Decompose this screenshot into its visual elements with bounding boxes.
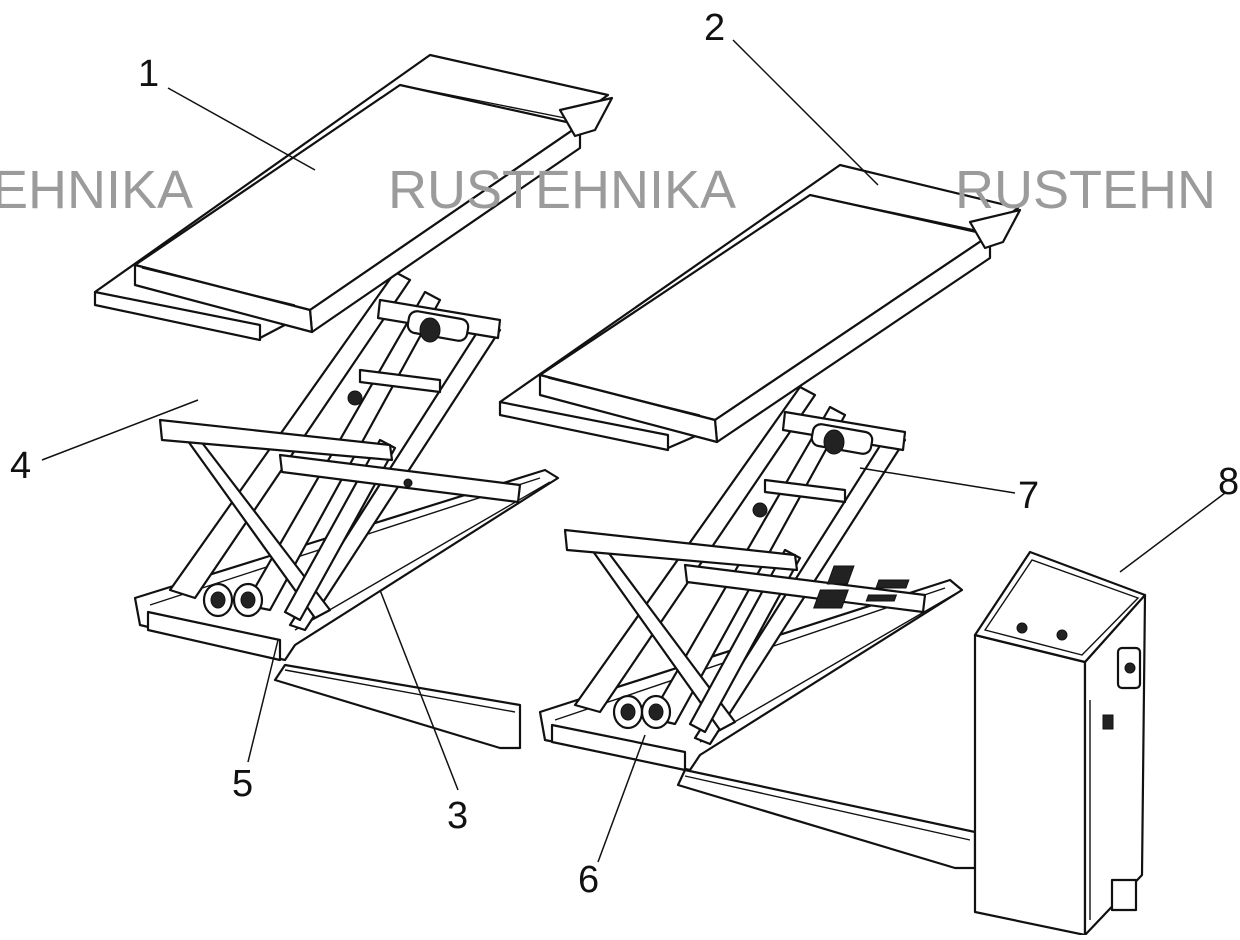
floor-plate-left: [273, 663, 522, 750]
leader-8: [1119, 492, 1226, 573]
cross-bar-left-upper: [158, 418, 394, 462]
control-cabinet: [813, 550, 1147, 937]
lift-left: [93, 53, 614, 662]
cross-bar-right-lower: [683, 563, 927, 614]
label-plate-icon: [875, 579, 910, 589]
callout-6: 6: [578, 859, 599, 901]
lift-right: [498, 163, 1022, 772]
watermark: EHNIKA RUSTEHNIKA RUSTEHN: [0, 160, 1216, 220]
callout-1: 1: [138, 53, 159, 95]
display-icon: [813, 589, 849, 609]
cross-bar-left-lower: [278, 453, 522, 504]
base-rollers-right: [612, 694, 672, 730]
watermark-center: RUSTEHNIKA: [388, 160, 736, 220]
cabinet-front: [973, 633, 1087, 937]
platform-left: [93, 53, 614, 342]
button-down-icon: [1056, 629, 1068, 641]
button-up-icon: [1016, 622, 1028, 634]
leader-7: [859, 467, 1016, 494]
callout-5: 5: [232, 763, 253, 805]
gauge-icon: [826, 565, 855, 585]
leader-1: [167, 87, 316, 171]
watermark-left: EHNIKA: [0, 160, 193, 220]
pressure-valve-icon: [1116, 646, 1142, 690]
leader-5: [247, 639, 279, 763]
leader-lines: [41, 39, 1226, 863]
base-rollers-left: [202, 582, 264, 618]
callout-4: 4: [10, 445, 31, 487]
platform-right: [498, 163, 1022, 452]
watermark-right: RUSTEHN: [955, 160, 1216, 220]
callout-8: 8: [1218, 461, 1239, 503]
callout-7: 7: [1018, 475, 1039, 517]
floor-plate-right: [676, 768, 977, 870]
cross-bar-right-upper: [563, 528, 799, 572]
leader-6: [597, 734, 646, 863]
leader-4: [41, 399, 199, 461]
leader-2: [732, 39, 879, 186]
leader-3: [379, 589, 459, 791]
callout-3: 3: [447, 795, 468, 837]
callouts: 1 2 3 4 5 6 7 8: [10, 7, 1239, 901]
callout-2: 2: [704, 7, 725, 49]
